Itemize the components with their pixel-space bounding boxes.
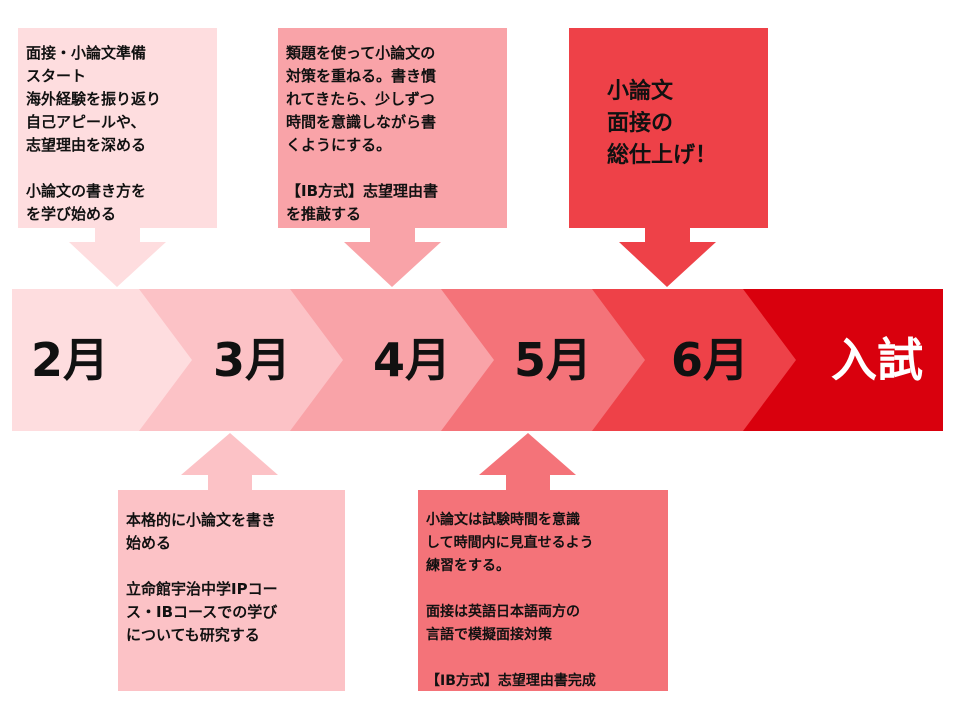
callout-feb-text: 面接・小論文準備 スタート 海外経験を振り返り 自己アピールや、 志望理由を深め… (26, 44, 162, 223)
callout-mar-shape (118, 433, 345, 691)
callout-may-shape (418, 433, 668, 691)
chevron-feb (12, 289, 196, 431)
callout-apr-text: 類題を使って小論文の 対策を重ねる。書き慣 れてきたら、少しずつ 時間を意識しな… (286, 44, 439, 223)
chevron-jun (592, 289, 800, 431)
month-label-exam: 入試 (831, 333, 923, 387)
month-label-mar: 3月 (212, 333, 291, 387)
callout-mar-text: 本格的に小論文を書き 始める 立命館宇治中学IPコー ス・IBコースでの学び に… (126, 511, 278, 644)
month-label-jun: 6月 (670, 333, 749, 387)
chevron-mar (139, 289, 347, 431)
month-label-feb: 2月 (30, 333, 109, 387)
callout-jun-text: 小論文 面接の 総仕上げ！ (607, 79, 718, 168)
chevron-may (441, 289, 649, 431)
callout-jun-shape (569, 28, 768, 287)
month-label-may: 5月 (513, 333, 592, 387)
callout-may-text: 小論文は試験時間を意識 して時間内に見直せるよう 練習をする。 面接は英語日本語… (426, 512, 596, 689)
chevron-apr (290, 289, 498, 431)
callout-apr-shape (278, 28, 507, 287)
callout-feb-shape (18, 28, 217, 287)
final-exam-block (743, 289, 943, 431)
month-label-apr: 4月 (372, 333, 451, 387)
